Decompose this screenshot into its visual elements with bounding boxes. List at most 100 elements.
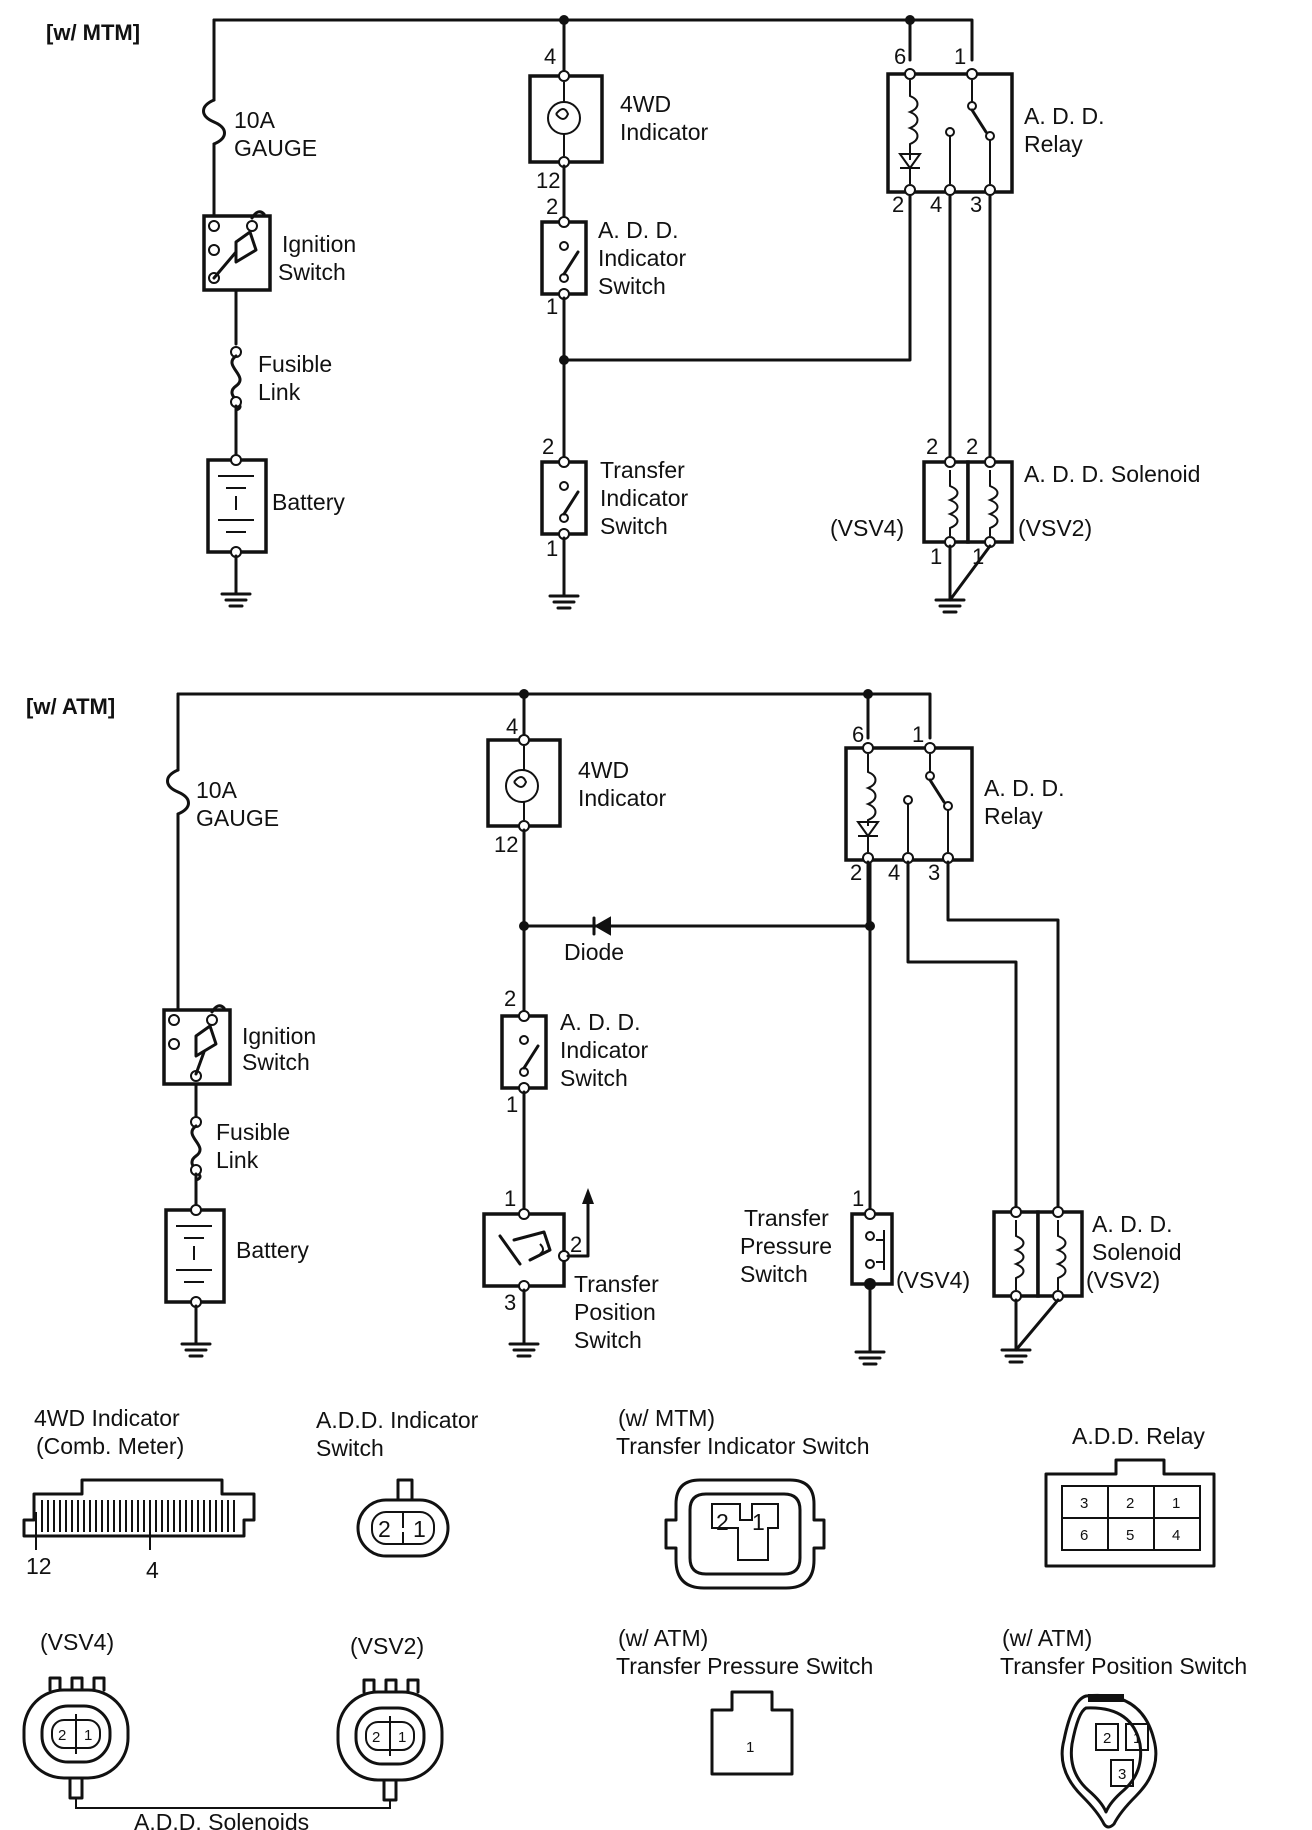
atm-fuse-10a: 10A GAUGE [166,768,279,1012]
svg-text:1: 1 [746,1739,754,1756]
svg-text:2: 2 [716,1509,729,1535]
svg-text:12: 12 [26,1553,52,1579]
svg-text:2: 2 [570,1232,582,1257]
svg-text:1: 1 [972,544,984,569]
svg-text:1: 1 [1133,1730,1141,1747]
mtm-ground-1 [220,592,252,608]
svg-text:(w/ MTM): (w/ MTM) [618,1405,715,1431]
mtm-fusible-link: Fusible Link [230,346,332,458]
svg-text:1: 1 [954,44,966,69]
atm-add-indicator-switch: 2 1 A. D. D. Indicator Switch [500,986,649,1212]
svg-text:A.D.D. Indicator: A.D.D. Indicator [316,1407,479,1433]
svg-text:Switch: Switch [598,273,666,299]
mtm-battery: Battery [206,454,345,608]
svg-text:(w/ ATM): (w/ ATM) [618,1625,708,1651]
svg-text:10A: 10A [196,777,238,803]
svg-text:Relay: Relay [1024,131,1083,157]
svg-text:(VSV4): (VSV4) [40,1629,114,1655]
svg-text:Switch: Switch [316,1435,384,1461]
connector-vsv2: (VSV2) 2 1 [336,1633,444,1802]
atm-header: [w/ ATM] [26,694,115,719]
connector-transfer-pressure: (w/ ATM) Transfer Pressure Switch 1 [616,1625,873,1776]
mtm-4wd-indicator: 4 12 4WD Indicator [528,18,709,220]
mtm-add-relay: 6 1 2 4 3 A. D. D. Relay [886,44,1105,217]
svg-text:1: 1 [84,1727,92,1744]
svg-text:A.D.D. Relay: A.D.D. Relay [1072,1423,1205,1449]
svg-text:A. D. D.: A. D. D. [598,217,679,243]
svg-text:Transfer Position Switch: Transfer Position Switch [1000,1653,1247,1679]
svg-text:Indicator: Indicator [598,245,687,271]
svg-text:Ignition: Ignition [242,1023,316,1049]
atm-transfer-position-switch: 1 2 3 Transfer Position Switch [482,1186,659,1358]
svg-text:1: 1 [398,1729,406,1746]
svg-text:5: 5 [1126,1527,1134,1544]
svg-text:3: 3 [970,192,982,217]
svg-text:Switch: Switch [278,259,346,285]
svg-text:2: 2 [966,434,978,459]
svg-text:Transfer: Transfer [744,1205,829,1231]
svg-text:1: 1 [546,294,558,319]
mtm-fuse-10a: 10A GAUGE [202,98,317,218]
svg-text:2: 2 [1126,1495,1134,1512]
svg-text:2: 2 [1103,1730,1111,1747]
svg-text:GAUGE: GAUGE [196,805,279,831]
svg-text:2: 2 [378,1516,391,1542]
svg-text:1: 1 [506,1092,518,1117]
connector-4wd-meter: 4WD Indicator (Comb. Meter) 12 4 [22,1405,256,1583]
svg-text:6: 6 [852,722,864,747]
svg-text:4WD: 4WD [620,91,671,117]
svg-text:2: 2 [892,192,904,217]
svg-text:Battery: Battery [236,1237,309,1263]
connector-views: 4WD Indicator (Comb. Meter) 12 4 A.D.D. … [22,1405,1247,1830]
mtm-header: [w/ MTM] [46,20,140,45]
svg-text:6: 6 [1080,1527,1088,1544]
connector-add-relay: A.D.D. Relay 3 2 1 6 5 4 [1044,1423,1216,1568]
svg-text:2: 2 [850,860,862,885]
svg-text:Switch: Switch [740,1261,808,1287]
atm-4wd-indicator: 4 12 4WD Indicator [486,692,667,1014]
svg-text:1: 1 [930,544,942,569]
svg-text:1: 1 [546,536,558,561]
svg-text:Switch: Switch [560,1065,628,1091]
svg-text:4: 4 [1172,1527,1180,1544]
svg-text:(Comb. Meter): (Comb. Meter) [36,1433,184,1459]
svg-text:Pressure: Pressure [740,1233,832,1259]
connector-transfer-indicator: (w/ MTM) Transfer Indicator Switch 2 1 [616,1405,870,1590]
mtm-ignition-switch: Ignition Switch [202,210,356,346]
meter-pin-comb [41,1500,235,1532]
svg-text:4WD: 4WD [578,757,629,783]
svg-text:Switch: Switch [574,1327,642,1353]
svg-text:4WD Indicator: 4WD Indicator [34,1405,180,1431]
atm-ignition-switch: Ignition Switch [162,1004,316,1118]
svg-text:Solenoid: Solenoid [1092,1239,1182,1265]
svg-text:A. D. D. Solenoid: A. D. D. Solenoid [1024,461,1200,487]
svg-text:4: 4 [544,44,556,69]
svg-text:Switch: Switch [242,1049,310,1075]
atm-fusible-link: Fusible Link [190,1116,290,1208]
svg-text:1: 1 [1172,1495,1180,1512]
svg-text:1: 1 [413,1516,426,1542]
svg-text:Fusible: Fusible [216,1119,290,1145]
svg-text:Battery: Battery [272,489,345,515]
svg-text:2: 2 [372,1729,380,1746]
svg-text:A. D. D.: A. D. D. [1092,1211,1173,1237]
svg-text:2: 2 [546,194,558,219]
svg-text:Indicator: Indicator [600,485,689,511]
svg-text:Link: Link [258,379,301,405]
atm-diode: Diode [519,916,875,965]
svg-text:10A: 10A [234,107,276,133]
svg-text:4: 4 [146,1557,159,1583]
svg-text:Ignition: Ignition [282,231,356,257]
svg-text:1: 1 [852,1186,864,1211]
svg-text:2: 2 [504,986,516,1011]
connector-solenoids-label: A.D.D. Solenoids [75,1798,391,1830]
svg-text:A. D. D.: A. D. D. [1024,103,1105,129]
svg-text:4: 4 [888,860,900,885]
svg-text:(VSV4): (VSV4) [830,515,904,541]
svg-text:4: 4 [930,192,942,217]
svg-text:2: 2 [58,1727,66,1744]
svg-text:Diode: Diode [564,939,624,965]
svg-text:(w/ ATM): (w/ ATM) [1002,1625,1092,1651]
svg-text:2: 2 [542,434,554,459]
